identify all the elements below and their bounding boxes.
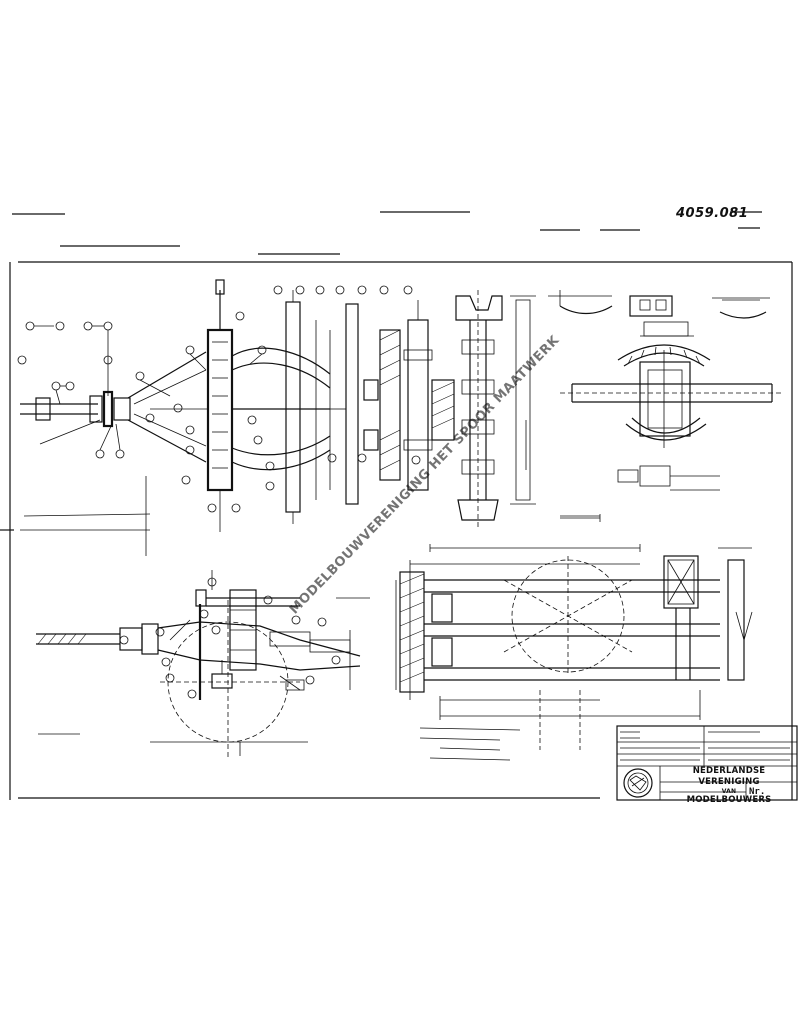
part-callouts-bottom-left [119, 577, 341, 699]
plan-view-brake-rigging [20, 279, 536, 532]
sheet-border [0, 211, 793, 800]
part-callouts-top [17, 285, 421, 513]
handwritten-notes [23, 299, 760, 761]
organization-line-3: MODELBOUWERS [686, 795, 772, 805]
organization-line-1: NEDERLANDSE VERENIGING [692, 766, 766, 787]
organization-line-2: VAN [721, 788, 737, 795]
title-block-number-label: Nr. [749, 787, 766, 797]
side-elevation-coupling [20, 529, 370, 760]
title-block-organization: NEDERLANDSE VERENIGING VAN MODELBOUWERS [661, 766, 797, 806]
frame-section-wheelset [395, 544, 753, 750]
drawing-number: 4059.081 [676, 206, 749, 221]
society-seal-icon [623, 768, 653, 798]
title-block [616, 725, 798, 801]
axle-spring-detail [548, 290, 784, 522]
